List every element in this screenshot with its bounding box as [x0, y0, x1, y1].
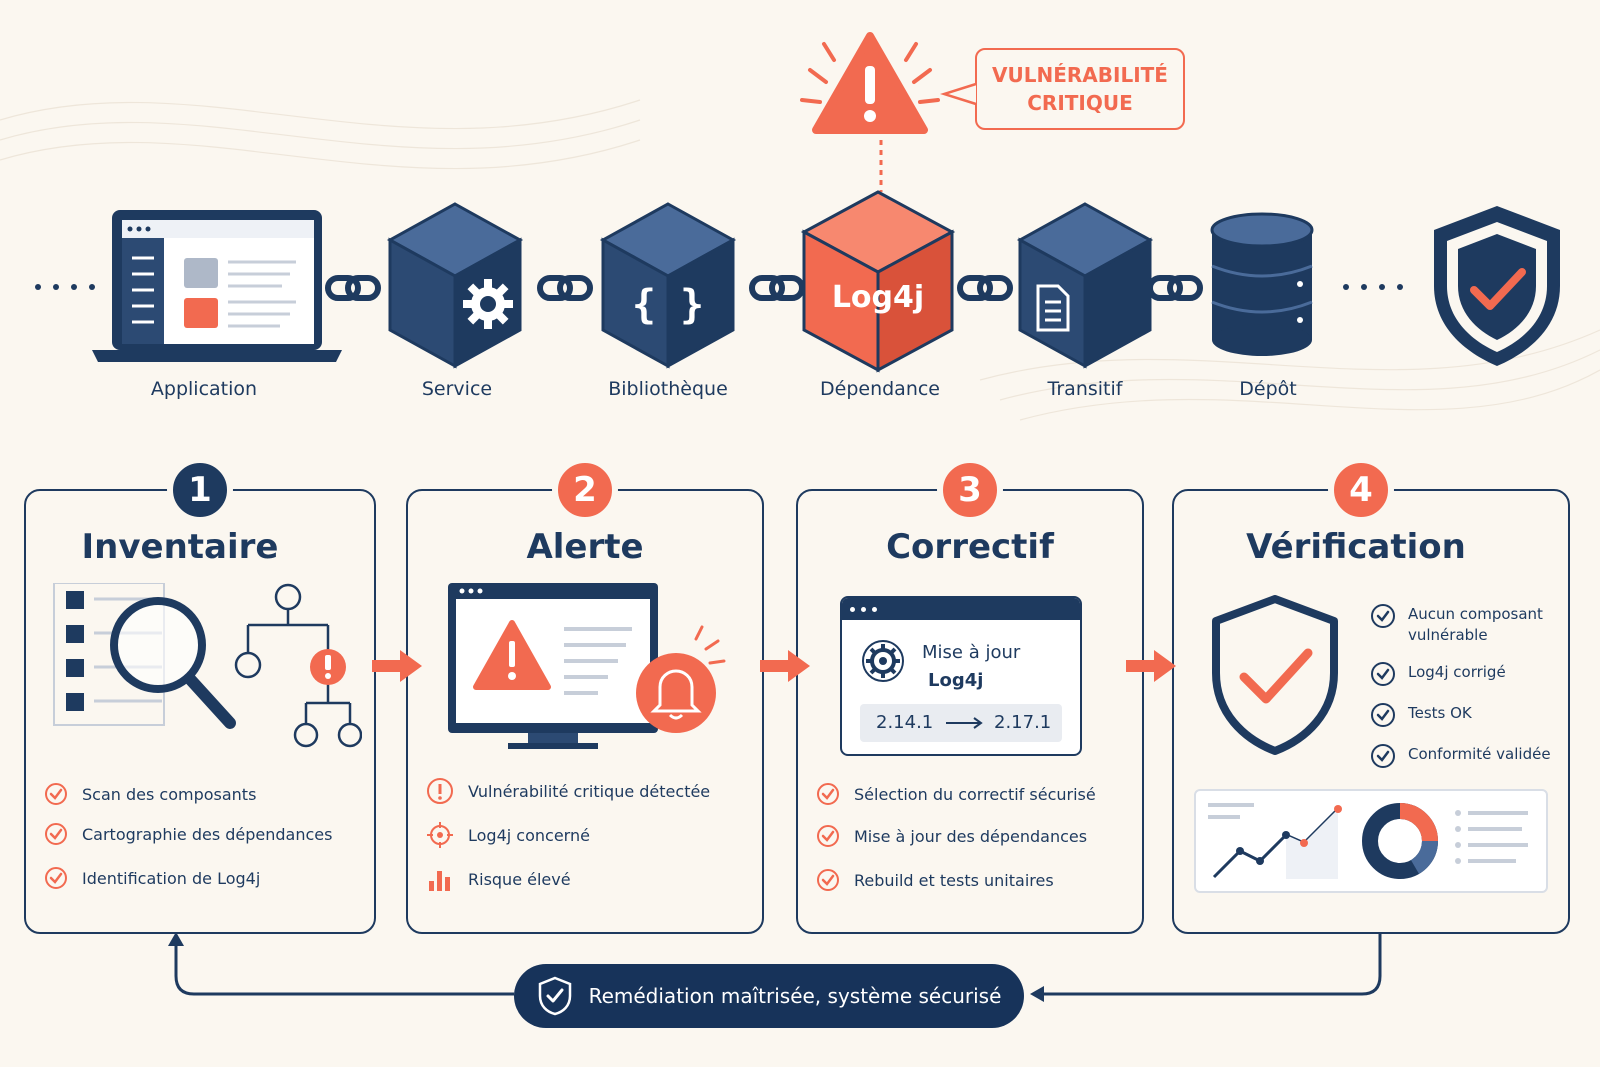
chain-links	[325, 275, 1203, 301]
shield-check-icon	[1212, 595, 1338, 755]
update-title-2: Log4j	[928, 670, 984, 691]
list-item: Mise à jour des dépendances	[816, 816, 1132, 856]
bell-icon	[636, 625, 726, 733]
alert-pointer	[940, 82, 977, 106]
label-application: Application	[150, 378, 258, 400]
step-card-fix: 3 Correctif Mise à jour Log4j 2.14.1 2.1…	[796, 457, 1144, 934]
update-title-1: Mise à jour	[922, 642, 1021, 663]
library-cube: { }	[599, 202, 737, 369]
arrow-right-icon	[946, 717, 983, 729]
check-circle-icon	[1371, 744, 1395, 768]
check-circle-icon	[1371, 703, 1395, 727]
laptop-icon	[92, 210, 342, 362]
check-circle-icon	[1371, 604, 1395, 628]
step-card-verification: 4 Vérification	[1172, 457, 1570, 934]
database-icon	[1210, 212, 1314, 356]
check-circle-icon	[817, 783, 839, 805]
list-item: Log4j concerné	[426, 815, 752, 855]
log4j-cube	[800, 190, 956, 373]
label-library: Bibliothèque	[608, 378, 728, 400]
braces-icon: { }	[632, 282, 704, 328]
step-title-fix: Correctif	[886, 527, 1054, 567]
arrow-right-icon	[760, 650, 810, 682]
to-version: 2.17.1	[994, 712, 1052, 733]
check-circle-icon	[45, 867, 67, 889]
list-item: Vulnérabilité critique détectée	[426, 771, 752, 811]
check-circle-icon	[45, 823, 67, 845]
step-title-verification: Vérification	[1246, 527, 1466, 567]
check-circle-icon	[817, 825, 839, 847]
step-badge-1: 1	[167, 457, 233, 523]
from-version: 2.14.1	[876, 712, 934, 733]
update-window: Mise à jour Log4j 2.14.1 2.17.1	[840, 596, 1082, 756]
target-icon	[427, 822, 453, 848]
step-arrows	[372, 650, 1176, 682]
list-item: Sélection du correctif sécurisé	[816, 774, 1132, 814]
list-item: Conformité validée	[1370, 744, 1568, 769]
check-circle-icon	[817, 869, 839, 891]
leading-dots	[35, 284, 95, 290]
list-item: Identification de Log4j	[44, 858, 364, 898]
shield-check-icon	[538, 976, 571, 1016]
dashboard-charts	[1208, 803, 1528, 879]
dependency-tree	[234, 583, 362, 748]
trailing-dots	[1343, 284, 1403, 290]
step-card-inventory: 1 Inventaire Scan des composants Cartogr…	[24, 457, 376, 934]
step-badge-2: 2	[552, 457, 618, 523]
label-transitive: Transitif	[1047, 378, 1123, 400]
supply-chain: { }	[35, 190, 1560, 373]
transitive-cube	[1016, 202, 1154, 369]
exclamation-circle-icon	[427, 778, 453, 804]
step-title-inventory: Inventaire	[81, 527, 279, 567]
list-item: Cartographie des dépendances	[44, 814, 364, 854]
log4j-box-label: Log4j	[831, 280, 925, 315]
check-circle-icon	[45, 783, 67, 805]
step-card-alert: 2 Alerte Vulnérabilité critique détectée…	[406, 457, 764, 934]
bar-chart-icon	[429, 871, 450, 891]
gear-icon	[862, 640, 904, 682]
list-item: Log4j corrigé	[1370, 662, 1568, 687]
gear-icon	[463, 279, 513, 329]
check-circle-icon	[1371, 662, 1395, 686]
service-cube	[386, 202, 524, 369]
shield-check-icon	[1434, 206, 1560, 366]
alert-dotted-connector	[879, 140, 883, 192]
list-item: Aucun composant vulnérable	[1370, 604, 1568, 646]
alert-line-1: VULNÉRABILITÉ	[992, 63, 1168, 87]
magnifier-icon	[110, 597, 236, 729]
list-item: Scan des composants	[44, 774, 364, 814]
inventory-illustration	[53, 583, 362, 748]
document-icon	[1036, 284, 1070, 332]
alert-monitor-illustration	[448, 583, 726, 749]
list-item: Rebuild et tests unitaires	[816, 860, 1132, 900]
verification-checklist: Aucun composant vulnérable Log4j corrigé…	[1370, 604, 1568, 785]
feedback-loop	[168, 932, 1382, 1002]
label-repository: Dépôt	[1239, 378, 1297, 400]
arrow-right-icon	[372, 650, 422, 682]
list-item: Risque élevé	[426, 859, 752, 899]
footer-label: Remédiation maîtrisée, système sécurisé	[588, 984, 1002, 1008]
step-title-alert: Alerte	[526, 527, 644, 567]
step-badge-3: 3	[937, 457, 1003, 523]
arrow-right-icon	[1126, 650, 1176, 682]
background-waves	[0, 99, 1600, 421]
critical-vulnerability-label: VULNÉRABILITÉ CRITIQUE	[975, 48, 1185, 130]
label-dependency: Dépendance	[820, 378, 940, 400]
label-service: Service	[421, 378, 493, 400]
remediation-banner: Remédiation maîtrisée, système sécurisé	[514, 964, 1024, 1028]
step-badge-4: 4	[1328, 457, 1394, 523]
list-item: Tests OK	[1370, 703, 1568, 728]
alert-line-2: CRITIQUE	[1027, 91, 1133, 115]
warning-icon	[800, 32, 940, 134]
